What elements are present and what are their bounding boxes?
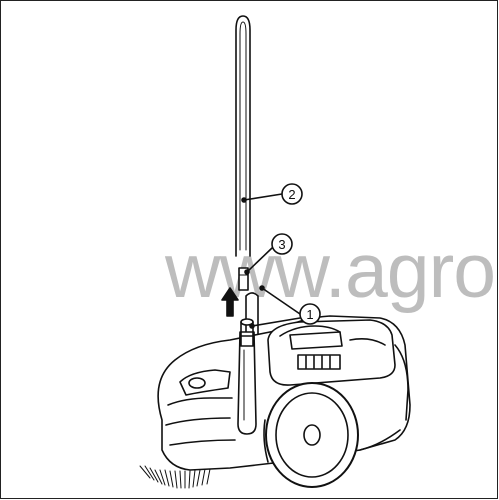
callout-3 <box>244 233 293 275</box>
callout-1 <box>249 285 321 329</box>
handle-connector-pin <box>238 267 249 291</box>
callout-2 <box>241 183 303 205</box>
handle-lower-socket <box>237 318 257 435</box>
side-brush <box>139 465 211 489</box>
callout-number-1: 1 <box>306 307 313 322</box>
callout-number-3: 3 <box>278 237 285 252</box>
rear-small-wheel <box>279 325 386 346</box>
rear-wheel <box>263 382 359 488</box>
watermark-text: www.agro <box>165 228 496 314</box>
handle-tube <box>235 15 251 257</box>
arrow-up-icon <box>221 287 239 317</box>
callout-number-2: 2 <box>288 187 295 202</box>
